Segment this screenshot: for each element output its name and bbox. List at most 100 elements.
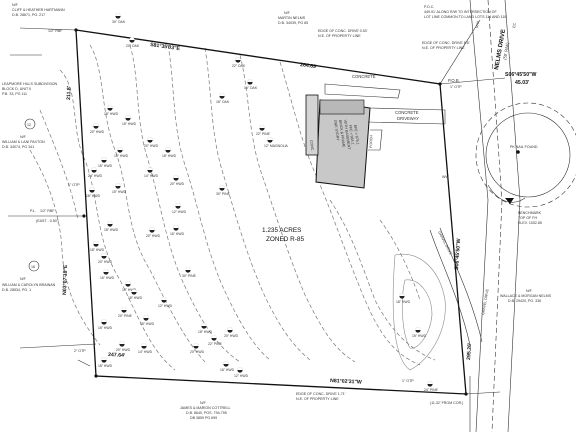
- pk-nail-label: PK NAIL FOUND: [510, 145, 538, 149]
- tree-label: 18" HWD: [128, 296, 143, 300]
- row-distance: 45.03': [515, 80, 529, 86]
- tree-30: 18" HWD: [128, 289, 143, 300]
- porch-label: PORCH: [369, 135, 373, 149]
- house-footprint: CONC. ONE STORY BRICK & FRAME WITH BASEM…: [305, 94, 371, 189]
- bearing-labels: S81°35'03"E 264.69' N81°02'31"W 247.64' …: [62, 42, 537, 386]
- benchmark: PK NAIL FOUND BENCHMARK TOP OF FH ELEV. …: [442, 145, 542, 225]
- tree-label: 20" HWD: [144, 144, 159, 148]
- tree-label: 18" HWD: [90, 248, 105, 252]
- gravel-drive-label-2: GRAVEL DRIVE: [481, 288, 490, 315]
- property-boundary: [75, 29, 467, 395]
- tree-label: 15" HWD: [140, 322, 155, 326]
- poc-line-2: 449.91' ALONG R/W TO INTERSECTION OF: [424, 10, 497, 14]
- tree-label: 16" HWD: [170, 232, 185, 236]
- from-cor-note: (11.32' FROM COR.): [430, 401, 463, 405]
- tree-19: 15" HWD: [112, 183, 127, 194]
- tree-label: 15" HWD: [112, 190, 127, 194]
- tree-14: 12" MAGNOLIA: [264, 137, 289, 148]
- leapmore-name: LEAPMORE HILLS SUBDIVISION: [2, 82, 58, 86]
- north-distance: 264.69': [300, 62, 318, 70]
- trees-layer: 30" OAK 20" OAK 22" OAK 16" OAK 18" OAK 18" H…: [86, 13, 439, 392]
- tree-46: 20" HWD: [116, 341, 131, 352]
- brainan-nf: N/F: [20, 277, 27, 281]
- benchmark-label-1: BENCHMARK: [518, 211, 542, 215]
- pin-labels: 1/2" RBF 1/2" RBF (EAST - 0.50') 1" OTP …: [30, 28, 468, 396]
- tree-33: 16" HWD: [98, 319, 113, 330]
- tree-31: 12" HWD: [158, 297, 173, 308]
- tree-label: 16" HWD: [220, 368, 235, 372]
- tree-16: 14" HWD: [144, 167, 159, 178]
- tree-35: 18" HWD: [198, 323, 213, 334]
- neighbor-labels: N/F CLIFF & HEATHER HARTMANN D.B. 28671,…: [2, 3, 552, 420]
- conc-edge-notes: EDGE OF CONC. DRIVE 0.53' N.E. OF PROPER…: [296, 29, 470, 405]
- poc-line-3: LOT LINE COMMON TO LAND LOTS 114 AND 118: [424, 15, 506, 19]
- hartmann-deed: D.B. 28671, PG. 217: [12, 13, 45, 17]
- north-bearing: S81°35'03"E: [150, 42, 181, 52]
- tree-label: 20" PINE: [118, 314, 133, 318]
- tree-22: 18" HWD: [104, 221, 119, 232]
- nelms-name: MARTIN NELMS: [278, 16, 306, 20]
- concrete-areas: CONCRETE CONCRETE DRIVEWAY PORCH: [324, 74, 446, 151]
- brainan-name: WILLIAM & CAROLYN BRAINAN: [2, 283, 56, 287]
- tree-32: 20" PINE: [118, 307, 133, 318]
- row-bearing: S06°45'50"W: [505, 72, 537, 78]
- tree-28: 16" HWD: [100, 269, 115, 280]
- tree-label: 30" OAK: [112, 20, 126, 24]
- tree-label: 15" HWD: [114, 154, 129, 158]
- tree-45: 15" HWD: [412, 327, 427, 338]
- tree-label: 12" HWD: [172, 210, 187, 214]
- tree-36: 20" HWD: [224, 327, 239, 338]
- pin-east-note: (EAST - 0.50'): [36, 219, 59, 223]
- pin-otp-bottom-right: 1" OTP: [402, 379, 414, 383]
- house-label-e: BFE = 975.1: [353, 125, 360, 145]
- tree-label: 15" HWD: [122, 122, 137, 126]
- tree-38: 14" HWD: [138, 343, 153, 354]
- tree-4: 16" OAK: [244, 79, 258, 90]
- gravel-drive-label-1: GRAVEL DRIVE: [437, 231, 453, 257]
- conc-note-bottom-1: EDGE OF CONC. DRIVE 1.71': [296, 392, 346, 396]
- tree-label: 20" HWD: [90, 130, 105, 134]
- pin-rbf-mid: 1/2" RBF: [40, 209, 55, 213]
- tree-label: 14" HWD: [122, 288, 137, 292]
- tree-label: 12" MAGNOLIA: [264, 144, 289, 148]
- ww-label: WW: [442, 175, 449, 179]
- tree-label: 18" OAK: [216, 100, 230, 104]
- tree-label: 12" HWD: [234, 374, 249, 378]
- tree-label: 22" OAK: [232, 64, 246, 68]
- tree-label: 16" HWD: [98, 326, 113, 330]
- cottrell-name: JAMES & MARION COTTRELL: [180, 406, 231, 410]
- pin-otp-left: 1" OTP: [68, 183, 80, 187]
- road-labels: NELMS DRIVE (50' R/W) R/W EC: [475, 20, 517, 70]
- area-label: 1.235 ACRES ZONED R-85: [262, 227, 304, 243]
- tree-label: 16" OAK: [244, 86, 258, 90]
- house-label-b: BRICK & FRAME: [338, 120, 346, 149]
- tree-label: 18" HWD: [86, 194, 101, 198]
- driveway-label-b: DRIVEWAY: [397, 116, 419, 121]
- tree-label: 20" HWD: [116, 348, 131, 352]
- tree-label: 15" HWD: [412, 334, 427, 338]
- zoning-label: ZONED R-85: [266, 236, 304, 243]
- concrete-label: CONCRETE: [352, 74, 376, 79]
- tree-41: 12" HWD: [234, 367, 249, 378]
- tree-label: 20" OAK: [126, 44, 140, 48]
- wallace-nf: N/F: [526, 289, 533, 293]
- tree-label: 20" HWD: [170, 182, 185, 186]
- tree-15: 18" HWD: [162, 147, 177, 158]
- tree-44: 18" HWD: [396, 293, 411, 304]
- tree-label: 20" HWD: [224, 334, 239, 338]
- tree-label: 18" HWD: [396, 300, 411, 304]
- house-conc-label: CONC.: [309, 140, 315, 152]
- east-bearing: S06°45'50"W: [454, 238, 462, 270]
- lot-markers: 12 16: [24, 118, 40, 272]
- acres-label: 1.235 ACRES: [262, 227, 301, 234]
- tree-label: 18" HWD: [162, 154, 177, 158]
- tree-34: 15" HWD: [140, 315, 155, 326]
- road-ec-label: EC: [512, 22, 517, 28]
- tree-label: 24" PINE: [424, 388, 439, 392]
- wallace-deed: D.B. 29420, PG. 336: [508, 299, 541, 303]
- tree-18: 30" PINE: [216, 185, 231, 196]
- south-bearing: N81°02'31"W: [330, 378, 362, 386]
- tree-label: 20" HWD: [98, 260, 113, 264]
- tree-17: 20" HWD: [170, 175, 185, 186]
